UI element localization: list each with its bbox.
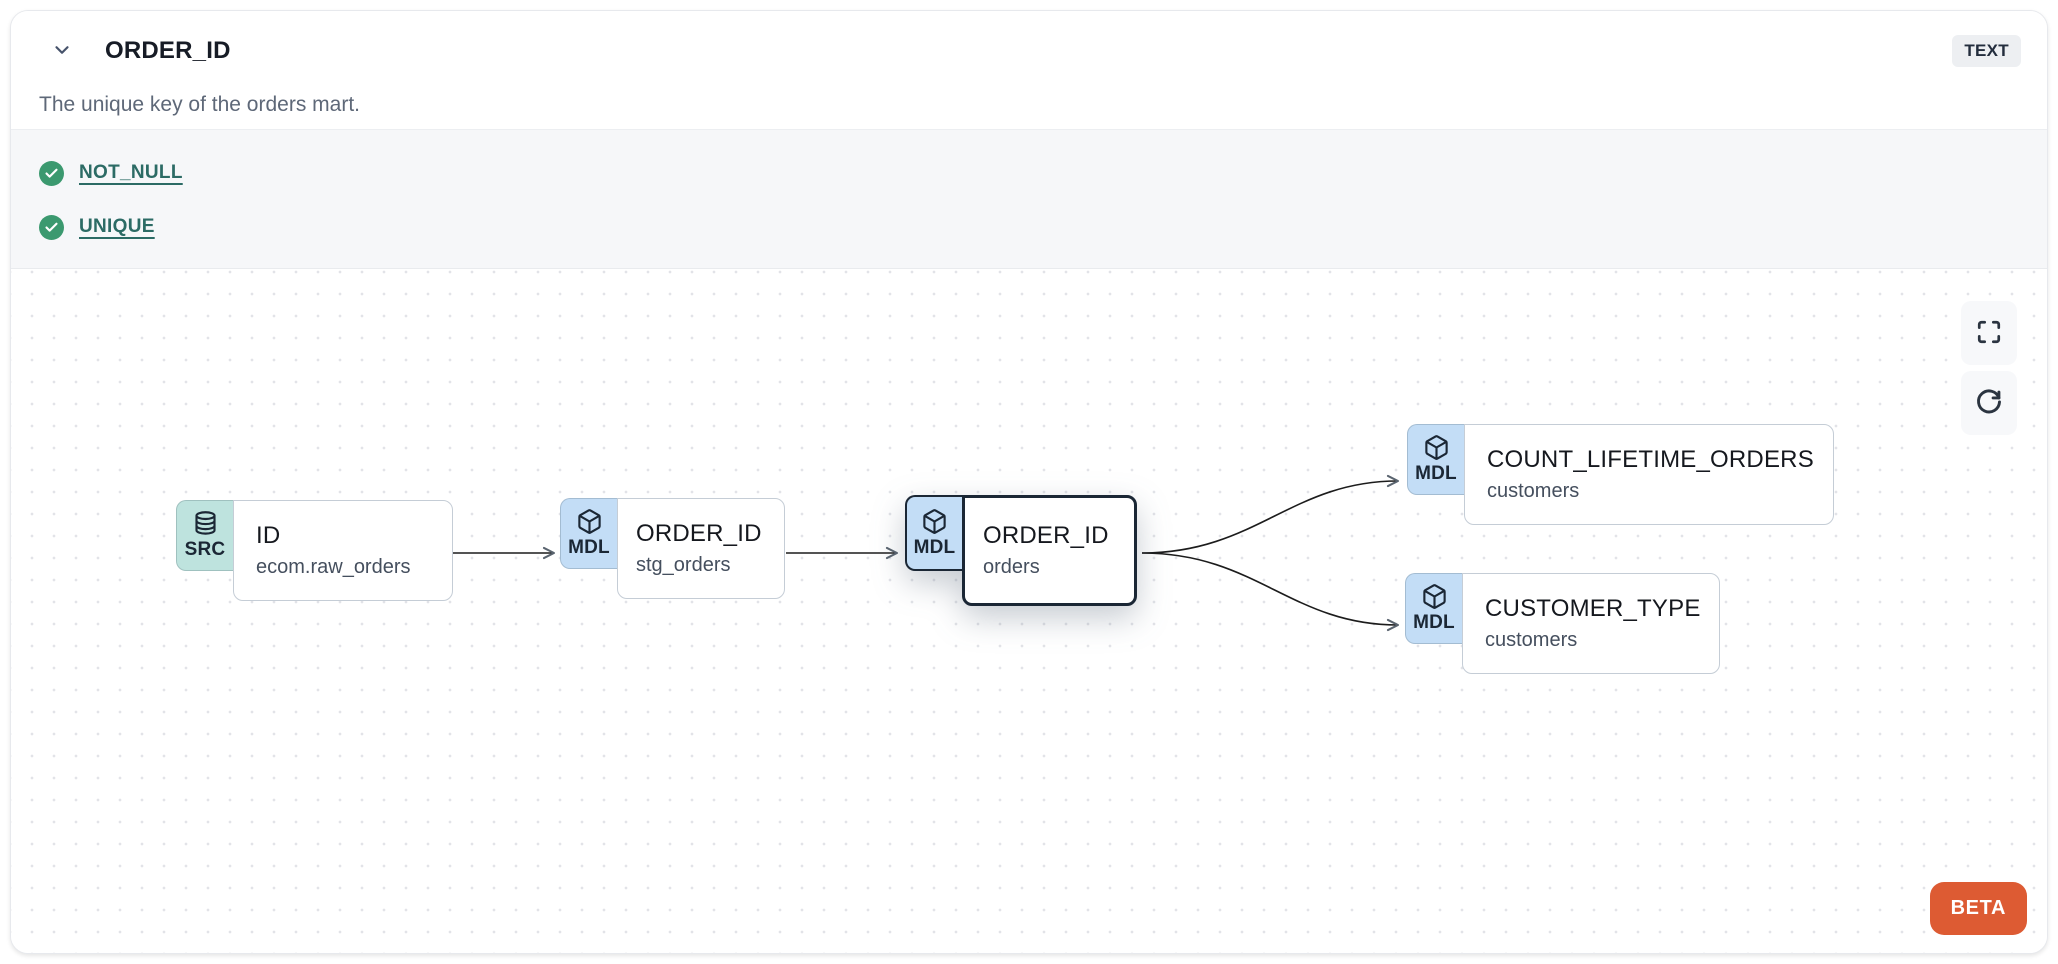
fullscreen-button[interactable]: [1961, 301, 2017, 365]
node-badge-label: MDL: [568, 537, 610, 558]
check-circle-icon: [39, 214, 64, 240]
node-title: CUSTOMER_TYPE: [1485, 595, 1701, 622]
node-badge-mdl: MDL: [1405, 573, 1462, 644]
node-badge-label: SRC: [184, 539, 226, 560]
page-title: ORDER_ID: [105, 37, 231, 64]
test-link-not-null[interactable]: NOT_NULL: [79, 162, 183, 183]
node-title: ORDER_ID: [983, 522, 1109, 549]
lineage-node-count-lifetime-orders[interactable]: MDL COUNT_LIFETIME_ORDERS customers: [1407, 424, 1834, 525]
node-body: ID ecom.raw_orders: [233, 500, 453, 601]
tests-section: NOT_NULL UNIQUE: [11, 129, 2047, 269]
title-row: ORDER_ID TEXT: [39, 29, 2021, 73]
node-badge-label: MDL: [1415, 463, 1457, 484]
node-subtitle: customers: [1485, 629, 1578, 651]
node-badge-src: SRC: [176, 500, 233, 571]
node-title: ORDER_ID: [636, 520, 762, 547]
node-badge-mdl: MDL: [560, 498, 617, 569]
column-type-badge: TEXT: [1952, 35, 2021, 67]
edge: [1141, 474, 1400, 554]
refresh-icon: [1975, 388, 2003, 419]
node-body: ORDER_ID stg_orders: [617, 498, 785, 599]
test-row: UNIQUE: [39, 203, 2047, 251]
refresh-button[interactable]: [1961, 371, 2017, 435]
header: ORDER_ID TEXT The unique key of the orde…: [11, 11, 2047, 129]
test-link-unique[interactable]: UNIQUE: [79, 216, 155, 237]
node-body: ORDER_ID orders: [962, 495, 1137, 606]
node-body: CUSTOMER_TYPE customers: [1462, 573, 1720, 674]
node-title: ID: [256, 522, 281, 549]
node-badge-mdl: MDL: [905, 495, 962, 571]
node-subtitle: orders: [983, 556, 1040, 578]
fullscreen-icon: [1976, 319, 2002, 348]
lineage-edges: [453, 474, 1400, 632]
canvas-controls: [1961, 301, 2017, 435]
lineage-node-order-id-orders[interactable]: MDL ORDER_ID orders: [905, 495, 1137, 606]
beta-badge: BETA: [1929, 882, 2027, 935]
node-subtitle: ecom.raw_orders: [256, 556, 411, 578]
check-circle-icon: [39, 160, 64, 186]
lineage-node-order-id-stg-orders[interactable]: MDL ORDER_ID stg_orders: [560, 498, 785, 599]
collapse-button[interactable]: [45, 34, 79, 68]
column-description: The unique key of the orders mart.: [39, 93, 360, 116]
node-badge-label: MDL: [1413, 612, 1455, 633]
cube-icon: [1423, 434, 1450, 461]
chevron-down-icon: [51, 39, 73, 64]
edge: [1141, 552, 1400, 632]
node-subtitle: customers: [1487, 480, 1580, 502]
node-body: COUNT_LIFETIME_ORDERS customers: [1464, 424, 1834, 525]
node-badge-mdl: MDL: [1407, 424, 1464, 495]
node-title: COUNT_LIFETIME_ORDERS: [1487, 446, 1814, 473]
lineage-node-customer-type[interactable]: MDL CUSTOMER_TYPE customers: [1405, 573, 1720, 674]
lineage-canvas[interactable]: SRC ID ecom.raw_orders MDL ORDER_ID stg_…: [11, 269, 2047, 953]
cube-icon: [576, 508, 603, 535]
database-icon: [192, 510, 219, 537]
cube-icon: [921, 508, 948, 535]
node-badge-label: MDL: [913, 536, 956, 558]
column-lineage-panel: ORDER_ID TEXT The unique key of the orde…: [10, 10, 2048, 954]
cube-icon: [1421, 583, 1448, 610]
test-row: NOT_NULL: [39, 149, 2047, 197]
node-subtitle: stg_orders: [636, 554, 731, 576]
lineage-node-id-raw-orders[interactable]: SRC ID ecom.raw_orders: [176, 500, 453, 601]
